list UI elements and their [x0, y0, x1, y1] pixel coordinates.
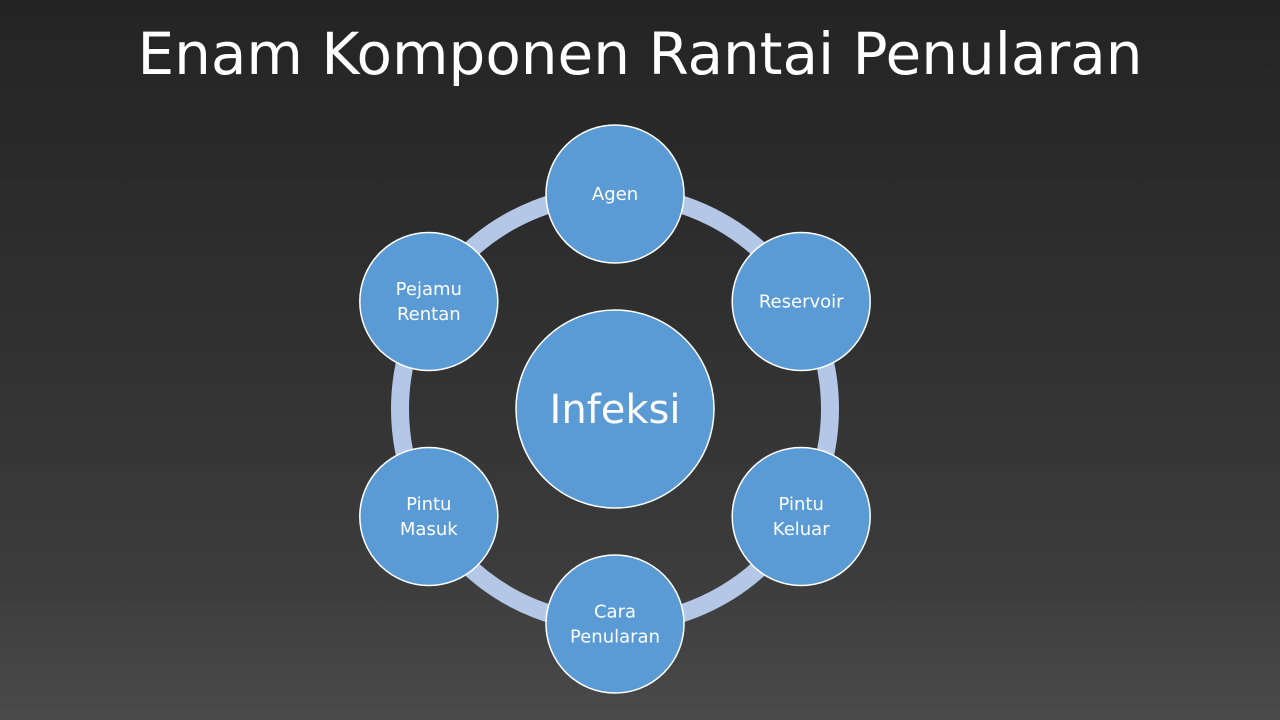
- node-label: Rentan: [397, 304, 461, 325]
- node-label: Keluar: [773, 519, 830, 540]
- cycle-node: Agen: [545, 124, 685, 264]
- cycle-node: Reservoir: [731, 231, 871, 372]
- center-circle: [515, 309, 715, 509]
- node-label: Penularan: [570, 627, 660, 648]
- node-label: Pejamu: [396, 279, 462, 300]
- node-label: Pintu: [406, 494, 451, 515]
- node-circle: [545, 554, 685, 694]
- node-label: Masuk: [400, 519, 458, 540]
- node-circle: [545, 124, 685, 264]
- center-label: Infeksi: [550, 387, 681, 433]
- slide-title: Enam Komponen Rantai Penularan: [137, 20, 1143, 88]
- node-circle: [359, 446, 499, 587]
- node-label: Pintu: [779, 494, 824, 515]
- node-circle: [731, 231, 871, 372]
- node-label: Agen: [592, 184, 638, 205]
- node-label: Cara: [594, 602, 636, 623]
- node-circle: [359, 231, 499, 372]
- node-label: Reservoir: [759, 292, 844, 313]
- node-circle: [731, 446, 871, 587]
